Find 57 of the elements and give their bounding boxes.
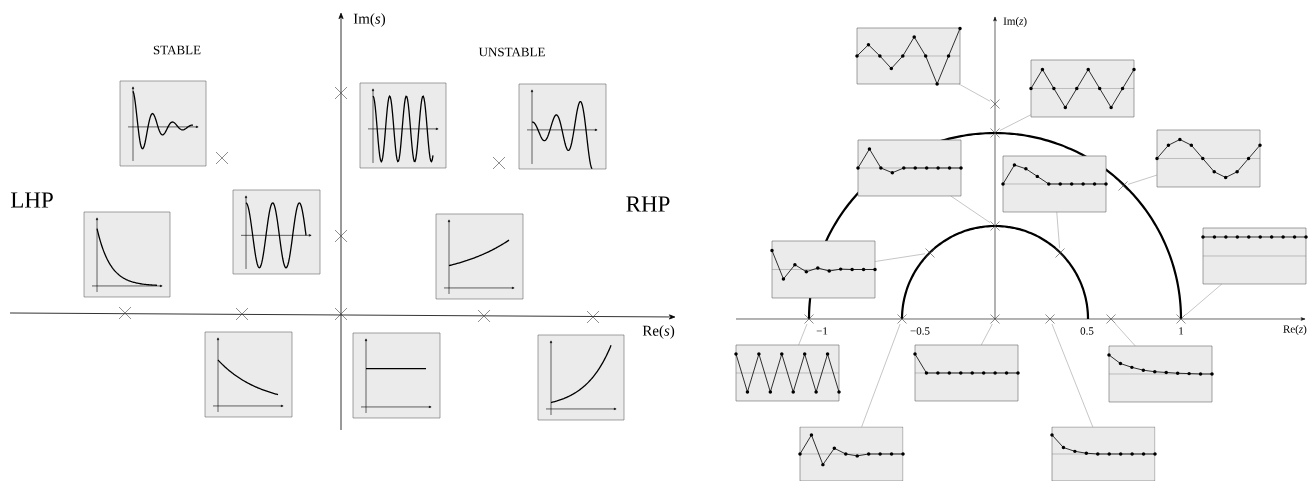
pole-mark: [804, 314, 814, 324]
response-plot: [913, 344, 1020, 402]
response-plot: [359, 82, 447, 169]
region-label: STABLE: [153, 45, 201, 55]
response-plot: [204, 331, 293, 418]
axis-label: Im(s): [353, 13, 386, 27]
pole-mark: [990, 99, 1000, 109]
pole-mark: [1176, 314, 1186, 324]
leader-line: [1185, 283, 1223, 315]
response-plot: [1050, 426, 1157, 481]
response-plot: [119, 80, 207, 167]
leader-line: [874, 253, 926, 262]
leader-line: [981, 323, 993, 346]
response-plot: [855, 26, 962, 86]
tick-label: −1: [816, 327, 828, 335]
pole-mark: [925, 248, 935, 258]
response-plot: [856, 139, 963, 197]
pole-mark: [990, 314, 1000, 324]
response-plot: [1107, 345, 1214, 403]
tick-label: −0.5: [910, 327, 930, 335]
region-label: RHP: [626, 196, 670, 212]
pole-mark: [1118, 181, 1128, 191]
leader-line: [1051, 323, 1094, 428]
axis-label: Re(z): [1283, 325, 1307, 335]
leader-line: [1127, 174, 1158, 185]
tick-label: 0.5: [1080, 327, 1094, 335]
response-plot: [734, 344, 841, 402]
leader-line: [1056, 211, 1060, 249]
response-plot: [518, 83, 607, 170]
leader-line: [958, 83, 991, 102]
response-plot: [798, 426, 905, 481]
response-plot: [537, 334, 625, 421]
pole-mark: [1106, 314, 1116, 324]
axis-label: Im(z): [1003, 17, 1027, 27]
pole-mark: [897, 314, 907, 324]
response-plot: [770, 240, 877, 299]
pole-mark: [1045, 314, 1055, 324]
tick-label: 1: [1179, 327, 1184, 335]
response-plot: [1201, 227, 1308, 285]
response-plot: [1155, 129, 1262, 188]
leader-line: [950, 195, 991, 223]
response-plot: [1001, 155, 1108, 213]
leader-line: [861, 323, 901, 428]
response-plot: [435, 213, 524, 300]
pole-mark: [990, 128, 1000, 138]
response-plot: [352, 332, 441, 419]
response-plot: [232, 189, 321, 275]
region-label: UNSTABLE: [478, 47, 545, 57]
response-plot: [1029, 59, 1136, 118]
response-plot: [83, 211, 171, 298]
leader-line: [798, 323, 808, 346]
region-label: LHP: [10, 192, 53, 208]
pole-mark: [1055, 248, 1065, 258]
leader-line: [999, 114, 1032, 131]
leader-line: [1115, 323, 1136, 347]
axis-label: Re(s): [642, 325, 675, 339]
pole-mark: [990, 221, 1000, 231]
